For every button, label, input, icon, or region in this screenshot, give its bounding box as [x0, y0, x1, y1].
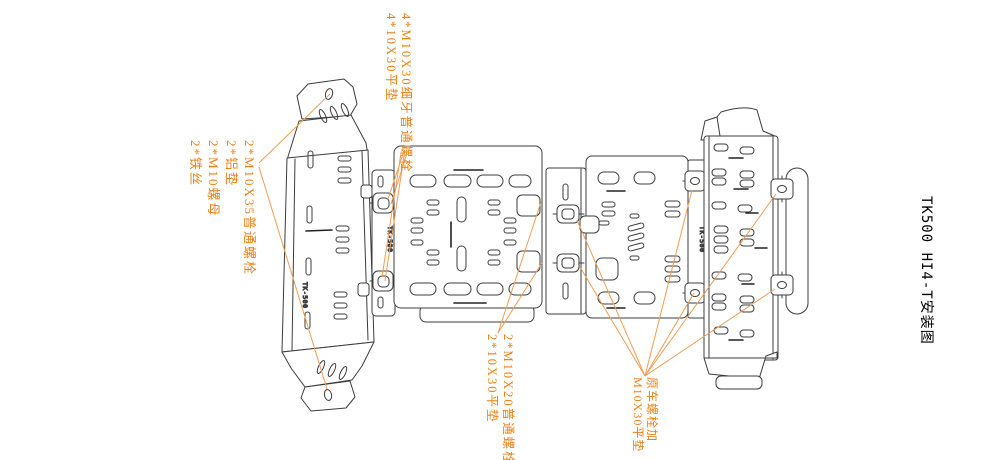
connector-mount-strip: [545, 167, 587, 315]
leader-rear-fasteners: [644, 193, 777, 377]
front-plate-marking: TK-500: [301, 282, 309, 308]
annotation-line: 2*铝垫: [224, 140, 239, 188]
leader-rear-fasteners: [576, 219, 646, 377]
annotation-front-fasteners: 4*M10X30细牙普通螺栓 4*10X30平垫: [383, 13, 413, 174]
leader-front-fasteners: [387, 150, 405, 200]
annotation-line: M10X30平垫: [631, 377, 645, 453]
transfer-case-plate: [579, 155, 689, 319]
engine-skid-plate: [393, 145, 543, 323]
leader-rear-fasteners: [579, 266, 646, 377]
rear-clip-top: [770, 175, 794, 203]
page-title: TK500 HI4-T安装图: [918, 196, 934, 345]
leader-rear-fasteners: [644, 288, 776, 377]
transfer-bracket-top: [682, 170, 706, 192]
leader-lines: [258, 93, 777, 390]
rear-skid-plate: [700, 107, 809, 390]
engine-plate-mount-strip: TK-500: [369, 169, 398, 317]
annotation-line: 2*10X30平垫: [485, 334, 499, 424]
leader-rear-fasteners: [644, 189, 693, 377]
annotation-line: 2*铁丝: [188, 140, 203, 188]
connector-bracket-bottom: [552, 253, 585, 273]
leader-front-fasteners: [390, 152, 408, 205]
leader-middle-fasteners: [497, 262, 543, 334]
annotation-line: 4*10X30平垫: [384, 13, 398, 103]
leader-front-fasteners: [381, 152, 402, 278]
annotation-line: 2*M10螺母: [206, 140, 221, 218]
connector-bracket-top: [552, 204, 585, 224]
leader-front-parts: [258, 166, 328, 390]
rear-clip-bottom: [770, 271, 794, 299]
annotation-line: 2*M10X20普通螺栓: [501, 334, 515, 460]
transfer-strip-marking: TK-500: [698, 226, 706, 252]
annotation-middle-fasteners: 2*M10X20普通螺栓 2*10X30平垫: [484, 334, 516, 460]
annotation-front-parts: 2*M10X35普通螺栓 2*铝垫 2*M10螺母 2*铁丝: [186, 140, 258, 276]
engine-plate-bolt-hole-bottom: [516, 250, 541, 273]
front-skid-plate: TK-500: [281, 78, 375, 412]
engine-strip-marking: TK-500: [386, 226, 394, 252]
annotation-line: 原车螺栓加: [645, 377, 659, 443]
leader-middle-fasteners: [497, 201, 542, 334]
front-plate-bottom-bolt-hole: [323, 389, 333, 401]
annotation-line: 2*M10X35普通螺栓: [242, 140, 257, 276]
transfer-mount-strip: TK-500: [682, 159, 707, 319]
annotation-line: 4*M10X30细牙普通螺栓: [399, 13, 413, 174]
front-plate-top-bolt-hole: [324, 88, 334, 100]
leader-front-parts: [258, 93, 331, 164]
annotation-rear-fasteners: 原车螺栓加 M10X30平垫: [631, 377, 659, 452]
leader-rear-fasteners: [644, 292, 695, 377]
leader-front-fasteners: [384, 155, 405, 282]
